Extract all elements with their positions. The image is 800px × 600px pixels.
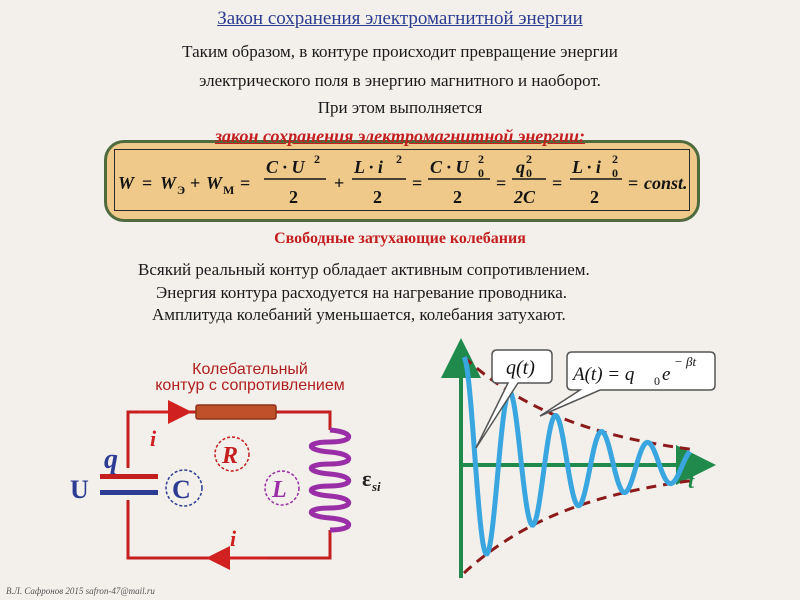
formula-f5-exp: 2 xyxy=(612,152,618,166)
formula-const: const. xyxy=(644,173,688,193)
envelope-lower xyxy=(462,479,691,575)
callout-amplitude-text: A(t) = q xyxy=(571,364,635,385)
formula-frame xyxy=(114,149,690,211)
callout-amplitude-exp: − βt xyxy=(674,354,696,369)
intro-line-2: электрического поля в энергию магнитного… xyxy=(199,71,601,90)
law-label: закон сохранения электромагнитной энерги… xyxy=(215,126,585,146)
formula-f4-exp: 2 xyxy=(526,152,532,166)
formula-eq-3: = xyxy=(412,173,422,193)
formula-f3-den: 2 xyxy=(453,187,462,207)
formula-f5-num: L · i xyxy=(571,157,601,177)
resistor-label-ring xyxy=(214,436,250,472)
charge-oscillation-curve xyxy=(461,355,692,557)
damped-heading: Свободные затухающие колебания xyxy=(274,230,526,247)
footer-credit: В.Л. Сафронов 2015 safron-47@mail.ru xyxy=(6,586,155,596)
callout-amplitude xyxy=(539,351,716,417)
formula-f2-den: 2 xyxy=(373,187,382,207)
formula-eq-6: = xyxy=(628,173,638,193)
resistor-element xyxy=(195,404,277,420)
formula-eq-4: = xyxy=(496,173,506,193)
emf-label-sub: si xyxy=(371,479,381,494)
formula-eq-2: = xyxy=(240,173,250,193)
formula-we-sub: Э xyxy=(177,183,185,197)
formula-f1-den: 2 xyxy=(289,187,298,207)
formula-f1-num: C · U xyxy=(266,157,306,177)
formula-f5-sub: 0 xyxy=(612,166,618,180)
callout-charge-text: q(t) xyxy=(506,357,535,379)
callout-amplitude-sub: 0 xyxy=(654,374,660,388)
formula-f4-den: 2C xyxy=(513,187,536,207)
formula-plus-1: + xyxy=(190,173,200,193)
formula-plus-2: + xyxy=(334,173,344,193)
inductance-label: L xyxy=(271,477,287,503)
capacitor-plate-bottom xyxy=(100,490,158,495)
voltage-label: U xyxy=(70,475,89,504)
formula-wm-sub: M xyxy=(223,183,234,197)
formula-eq-1: = xyxy=(142,173,152,193)
intro-line-3: При этом выполняется xyxy=(317,98,483,117)
current-label-top: i xyxy=(150,426,157,451)
circuit-title-line-1: Колебательный xyxy=(192,361,308,378)
capacitance-label: C xyxy=(172,475,191,504)
formula-we: W xyxy=(160,173,178,193)
damped-line-3: Амплитуда колебаний уменьшается, колебан… xyxy=(152,305,566,324)
formula-w: W xyxy=(118,173,136,193)
formula-eq-5: = xyxy=(552,173,562,193)
formula-panel xyxy=(104,140,700,222)
charge-label: q xyxy=(104,444,118,475)
resistance-label: R xyxy=(221,443,238,469)
formula-f3-exp: 2 xyxy=(478,152,484,166)
capacitor-plate-top xyxy=(100,474,158,479)
callout-charge xyxy=(475,349,553,449)
formula-f5-den: 2 xyxy=(590,187,599,207)
inductor-coil xyxy=(308,427,352,533)
axis-t-label: t xyxy=(688,468,695,493)
page-title: Закон сохранения электромагнитной энерги… xyxy=(217,8,583,29)
intro-line-1: Таким образом, в контуре происходит прев… xyxy=(182,42,618,61)
formula-wm: W xyxy=(206,173,224,193)
capacitor-label-ring xyxy=(165,469,203,507)
current-label-bottom: i xyxy=(230,526,237,551)
formula-f3-num: C · U xyxy=(430,157,470,177)
circuit-title: Колебательный контур с сопротивлением xyxy=(120,362,380,394)
circuit-title-line-2: контур с сопротивлением xyxy=(155,377,345,394)
inductor-label-ring xyxy=(264,470,300,506)
formula-f1-exp: 2 xyxy=(314,152,320,166)
formula-f3-sub: 0 xyxy=(478,166,484,180)
damped-line-2: Энергия контура расходуется на нагревани… xyxy=(156,283,568,302)
callout-amplitude-e: e xyxy=(662,364,670,385)
damped-line-1: Всякий реальный контур обладает активным… xyxy=(138,260,590,279)
formula-f2-exp: 2 xyxy=(396,152,402,166)
energy-formula: W = W Э + W M = C · U 2 2 + L · i 2 2 = … xyxy=(118,152,688,207)
formula-f4-num: q xyxy=(516,157,525,177)
formula-f4-sub: 0 xyxy=(526,166,532,180)
emf-label: ε xyxy=(362,466,371,491)
formula-f2-num: L · i xyxy=(353,157,383,177)
